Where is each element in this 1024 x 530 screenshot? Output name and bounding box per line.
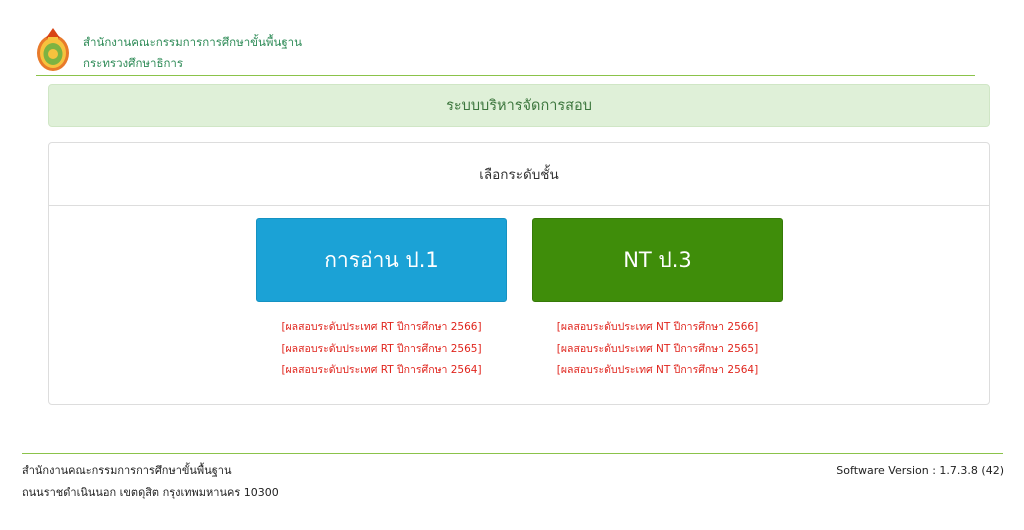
- rt-results-links: [ผลสอบระดับประเทศ RT ปีการศึกษา 2566] [ผ…: [256, 317, 507, 382]
- org-name-line1: สำนักงานคณะกรรมการการศึกษาขั้นพื้นฐาน: [83, 35, 302, 49]
- nt-result-2564-link[interactable]: [ผลสอบระดับประเทศ NT ปีการศึกษา 2564]: [556, 364, 759, 376]
- rt-result-2564-link[interactable]: [ผลสอบระดับประเทศ RT ปีการศึกษา 2564]: [281, 364, 482, 376]
- org-name-line2: กระทรวงศึกษาธิการ: [83, 56, 184, 70]
- reading-grade1-button[interactable]: การอ่าน ป.1: [256, 218, 507, 302]
- nt-grade3-button[interactable]: NT ป.3: [532, 218, 783, 302]
- nt-results-links: [ผลสอบระดับประเทศ NT ปีการศึกษา 2566] [ผ…: [532, 317, 783, 382]
- page-title: ระบบบริหารจัดการสอบ: [48, 84, 990, 127]
- footer-divider: [22, 453, 1003, 454]
- nt-result-2566-link[interactable]: [ผลสอบระดับประเทศ NT ปีการศึกษา 2566]: [556, 321, 759, 333]
- footer-address-line: ถนนราชดำเนินนอก เขตดุสิต กรุงเทพมหานคร 1…: [22, 486, 279, 499]
- rt-result-2565-link[interactable]: [ผลสอบระดับประเทศ RT ปีการศึกษา 2565]: [281, 342, 482, 355]
- software-version: Software Version : 1.7.3.8 (42): [836, 464, 1004, 477]
- level-select-panel: เลือกระดับชั้น การอ่าน ป.1 NT ป.3 [ผลสอบ…: [48, 142, 990, 405]
- panel-heading: เลือกระดับชั้น: [49, 143, 989, 206]
- footer-org-name: สำนักงานคณะกรรมการการศึกษาขั้นพื้นฐาน: [22, 464, 232, 477]
- nt-result-2565-link[interactable]: [ผลสอบระดับประเทศ NT ปีการศึกษา 2565]: [556, 342, 759, 355]
- organization-name: สำนักงานคณะกรรมการการศึกษาขั้นพื้นฐาน กร…: [83, 32, 302, 74]
- footer-address: สำนักงานคณะกรรมการการศึกษาขั้นพื้นฐาน ถน…: [22, 460, 279, 504]
- ministry-emblem-icon[interactable]: [36, 26, 70, 72]
- site-header: สำนักงานคณะกรรมการการศึกษาขั้นพื้นฐาน กร…: [36, 24, 975, 76]
- rt-result-2566-link[interactable]: [ผลสอบระดับประเทศ RT ปีการศึกษา 2566]: [281, 321, 482, 333]
